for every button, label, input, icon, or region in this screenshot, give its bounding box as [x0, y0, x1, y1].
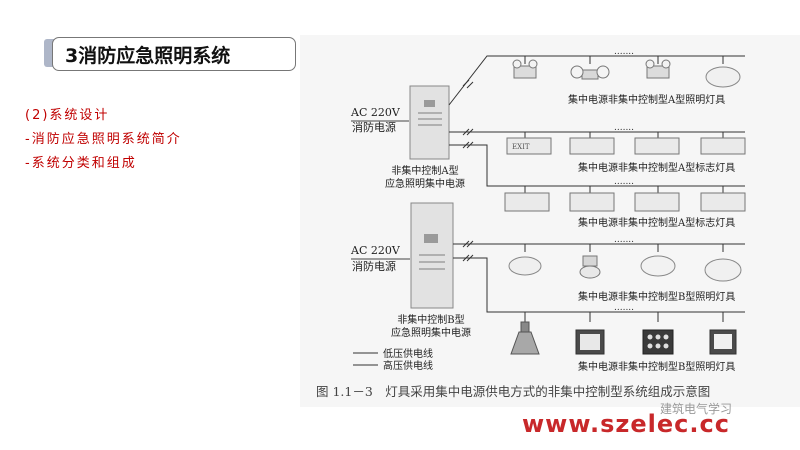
- source-b-caption-2: 应急照明集中电源: [391, 326, 471, 339]
- group-label-b-lighting-2: 集中电源非集中控制型B型照明灯具: [578, 360, 735, 373]
- outline-item-3: -系统分类和组成: [25, 156, 137, 171]
- round-ceiling-light-icon: [640, 255, 676, 277]
- exit-sign-icon: [504, 192, 550, 212]
- twin-head-emergency-light-icon: [512, 59, 538, 79]
- twin-head-exit-combo-light-icon: [645, 59, 671, 79]
- source-b-voltage: AC 220V: [350, 244, 401, 257]
- twin-spot-emergency-light-icon: [570, 65, 610, 80]
- line-legend: 低压供电线 高压供电线: [353, 347, 433, 372]
- power-source-a: AC 220V 消防电源 非集中控制A型 应急照明集中电源: [350, 85, 465, 190]
- source-a-caption-1: 非集中控制A型: [391, 164, 458, 177]
- source-a-continuation-dots: ....... ....... .......: [614, 47, 634, 187]
- watermark-url: www.szelec.cc: [522, 410, 730, 438]
- source-b-caption-1: 非集中控制B型: [397, 313, 464, 326]
- svg-text:.......: .......: [614, 177, 634, 187]
- a-type-sign-row-2: 集中电源非集中控制型A型标志灯具: [504, 192, 746, 229]
- arrow-exit-sign-icon: [569, 192, 615, 212]
- b-type-lighting-row-1: 集中电源非集中控制型B型照明灯具: [508, 255, 742, 303]
- source-b-continuation-dots: ....... .......: [614, 235, 634, 313]
- a-type-sign-row-1: EXIT 集中电源非集中控制型A型标志灯具: [506, 137, 746, 174]
- source-a-caption-2: 应急照明集中电源: [385, 177, 465, 190]
- svg-text:.......: .......: [614, 123, 634, 133]
- power-source-b: AC 220V 消防电源 非集中控制B型 应急照明集中电源: [350, 202, 471, 339]
- watermark-channel: 建筑电气学习: [660, 402, 733, 416]
- arrow-exit-sign-icon: [700, 192, 746, 212]
- exit-sign-icon: [634, 192, 680, 212]
- group-label-b-lighting-1: 集中电源非集中控制型B型照明灯具: [578, 290, 735, 303]
- floodlight-icon: [575, 329, 605, 355]
- ceiling-light-icon: [705, 66, 741, 88]
- group-label-a-lighting: 集中电源非集中控制型A型照明灯具: [568, 93, 725, 106]
- source-a-cable-ticks: [462, 79, 474, 149]
- svg-text:.......: .......: [614, 47, 634, 57]
- group-label-a-sign-1: 集中电源非集中控制型A型标志灯具: [578, 161, 735, 174]
- source-a-display: [424, 100, 435, 107]
- source-b-display: [424, 234, 438, 243]
- b-type-lighting-row-2: 集中电源非集中控制型B型照明灯具: [510, 321, 737, 373]
- slide-title: 3消防应急照明系统: [52, 37, 296, 71]
- outline-item-2: -消防应急照明系统简介: [25, 132, 182, 147]
- source-a-wiring: [448, 55, 745, 193]
- downlight-icon: [508, 256, 542, 276]
- spotlight-icon: [579, 255, 601, 279]
- source-a-cabinet: [409, 85, 450, 160]
- left-arrow-exit-sign-icon: [634, 137, 680, 155]
- figure-caption: 图 1.1－3 灯具采用集中电源供电方式的非集中控制型系统组成示意图: [316, 384, 710, 399]
- exit-sign-text: EXIT: [512, 143, 530, 151]
- led-panel-floodlight-icon: [642, 329, 674, 355]
- arrow-exit-sign-icon: [569, 137, 615, 155]
- source-a-voltage: AC 220V: [350, 106, 401, 119]
- wall-floodlight-icon: [709, 329, 737, 355]
- group-label-a-sign-2: 集中电源非集中控制型A型标志灯具: [578, 216, 735, 229]
- source-b-cable-ticks: [462, 240, 474, 262]
- source-b-label: 消防电源: [352, 259, 396, 273]
- right-arrow-exit-sign-icon: [700, 137, 746, 155]
- svg-text:.......: .......: [614, 303, 634, 313]
- svg-text:.......: .......: [614, 235, 634, 245]
- high-bay-light-icon: [510, 321, 540, 355]
- legend-high-voltage: 高压供电线: [383, 359, 433, 372]
- a-type-lighting-row: 集中电源非集中控制型A型照明灯具: [512, 59, 741, 106]
- outline-item-1: (2)系统设计: [25, 108, 110, 123]
- dome-light-icon: [704, 258, 742, 282]
- legend-low-voltage: 低压供电线: [383, 347, 433, 360]
- exit-sign-icon: EXIT: [506, 137, 552, 155]
- source-a-label: 消防电源: [352, 120, 396, 134]
